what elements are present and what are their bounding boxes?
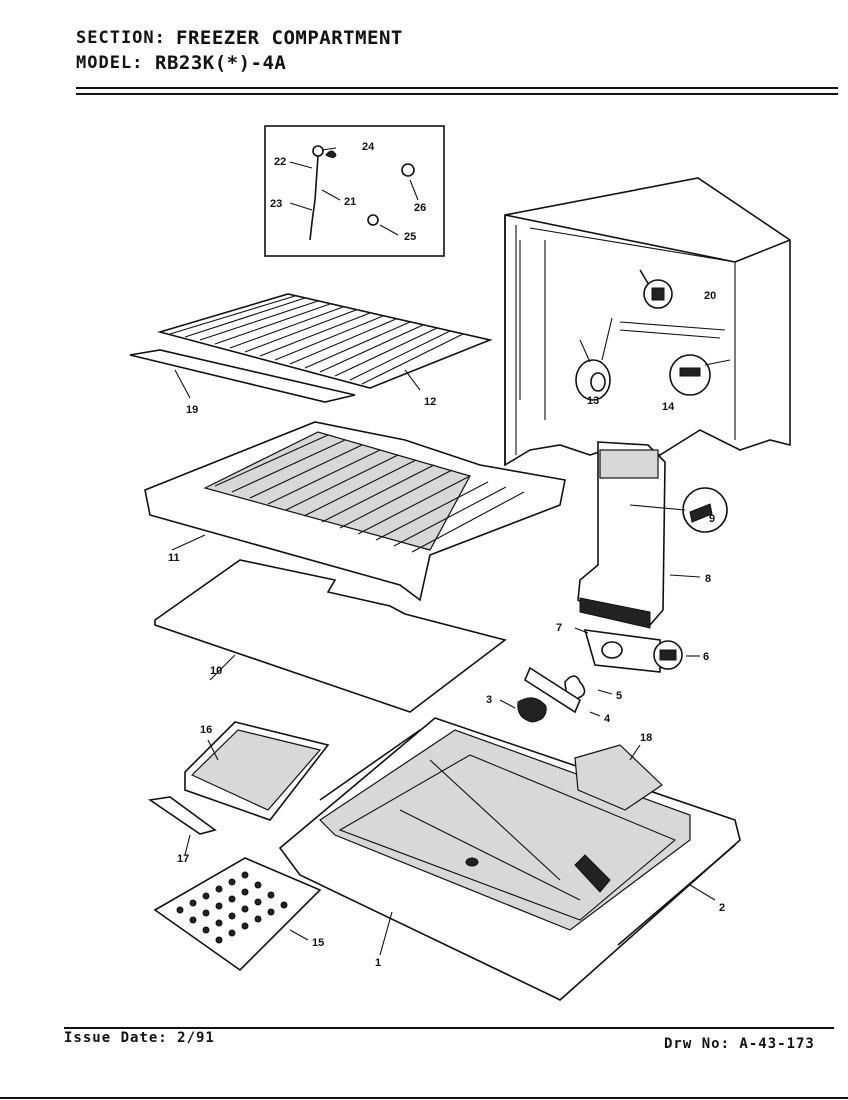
callout-17: 17 — [177, 853, 189, 865]
callout-8: 8 — [705, 573, 711, 585]
callout-1: 1 — [375, 957, 381, 969]
callout-21: 21 — [344, 196, 356, 208]
footer-rule — [64, 1027, 834, 1029]
callout-22: 22 — [274, 156, 286, 168]
callout-10: 10 — [210, 665, 222, 677]
callout-13: 13 — [587, 395, 599, 407]
duct-cover — [577, 441, 728, 629]
bin-front-17 — [147, 796, 217, 835]
fan-assembly — [499, 627, 700, 723]
fan-motor-3 — [517, 697, 547, 723]
callout-16: 16 — [200, 724, 212, 736]
callout-15: 15 — [312, 937, 324, 949]
model-value: RB23K(*)-4A — [155, 52, 287, 74]
callout-24: 24 — [362, 141, 375, 153]
freezer-cabinet — [504, 177, 791, 467]
callout-2: 2 — [719, 902, 725, 914]
freezer-shelf — [144, 421, 566, 602]
callout-20: 20 — [704, 290, 716, 302]
header-rule-bottom — [76, 93, 838, 95]
evaporator-cover-18 — [574, 744, 663, 811]
ice-bin — [147, 721, 330, 856]
callout-4: 4 — [604, 713, 611, 725]
glass-shelf — [154, 559, 507, 713]
clip-24 — [325, 150, 337, 158]
callout-labels: 24 22 21 23 26 25 20 13 14 12 19 11 9 8 … — [168, 141, 725, 969]
freezer-liner — [278, 717, 741, 1001]
ice-tray — [153, 857, 322, 972]
drawing-number: Drw No: A-43-173 — [664, 1036, 815, 1052]
callout-19: 19 — [186, 404, 198, 416]
callout-9: 9 — [709, 513, 715, 525]
small-parts-inset — [264, 125, 445, 257]
page-bottom-rule — [0, 1097, 848, 1099]
callout-26: 26 — [414, 202, 426, 214]
issue-date: Issue Date: 2/91 — [64, 1030, 215, 1046]
callout-11: 11 — [168, 552, 180, 564]
header-rule-top — [76, 87, 838, 89]
shelf-trim-19 — [129, 349, 356, 403]
model-label: MODEL: — [76, 53, 144, 73]
callout-25: 25 — [404, 231, 416, 243]
section-label: SECTION: — [76, 28, 166, 48]
callout-23: 23 — [270, 198, 282, 210]
callout-5: 5 — [616, 690, 622, 702]
callout-14: 14 — [662, 401, 675, 413]
callout-12: 12 — [424, 396, 436, 408]
section-value: FREEZER COMPARTMENT — [176, 27, 403, 49]
wire-shelf — [129, 293, 493, 403]
callout-18: 18 — [640, 732, 652, 744]
callout-3: 3 — [486, 694, 492, 706]
callout-6: 6 — [703, 651, 709, 663]
callout-7: 7 — [556, 622, 562, 634]
